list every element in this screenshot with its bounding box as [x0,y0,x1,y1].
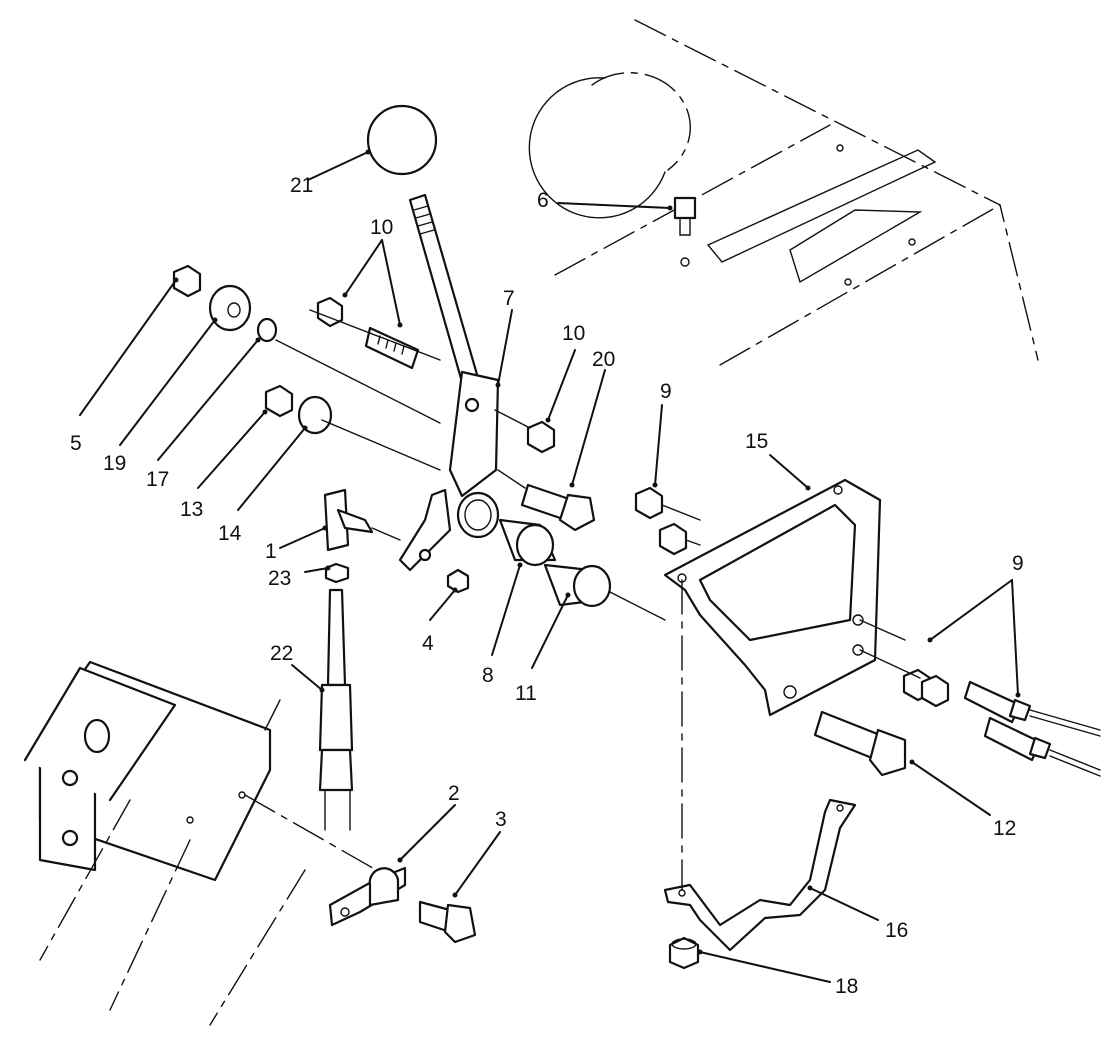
leader-lines [79,149,1021,983]
clamp-2 [328,866,407,927]
nut-13 [264,384,294,418]
stud-10 [364,326,420,370]
callout-6: 6 [537,189,549,212]
callout-17: 17 [146,468,169,491]
callout-10-right: 10 [562,322,585,345]
nut-10-upper [316,296,344,328]
nut-10-right [526,420,556,454]
callout-12: 12 [993,817,1016,840]
stud-9-b [983,716,1101,777]
callout-13: 13 [180,498,203,521]
callout-21: 21 [290,174,313,197]
ball-joint-1 [323,488,470,594]
callout-23: 23 [268,567,291,590]
callout-14: 14 [218,522,242,545]
callout-7: 7 [503,287,515,310]
cable-22 [318,588,354,831]
frame-bracket [23,660,386,1026]
bolt-20 [497,469,596,532]
plate-15 [663,478,882,717]
callout-19: 19 [103,452,126,475]
nut-4 [446,568,470,594]
callout-11: 11 [515,682,537,705]
callout-20: 20 [592,348,615,371]
screw-6 [673,196,697,267]
callout-2: 2 [448,782,460,805]
strap-16 [663,798,857,952]
shift-lever [398,193,500,572]
callout-22: 22 [270,642,293,665]
callout-3: 3 [495,808,507,831]
bolt-12 [813,710,907,777]
bushing-8 [498,518,557,567]
nut-9-middle [658,522,688,556]
spacer-19 [208,284,252,332]
callout-1: 1 [265,540,277,563]
locknut-18 [668,936,700,970]
nut-23 [324,562,350,584]
bushing-11 [543,563,666,621]
callout-4: 4 [422,632,434,655]
callout-labels: 21 6 10 7 10 20 9 15 9 5 19 17 13 14 1 2… [70,174,1024,998]
washer-14 [297,395,333,435]
callout-10-upper: 10 [370,216,393,239]
callout-5: 5 [70,432,82,455]
washer-17 [256,317,278,343]
nut-5 [172,264,202,298]
callout-15: 15 [745,430,768,453]
stud-9-a [963,680,1101,737]
callout-8: 8 [482,664,494,687]
callout-18: 18 [835,975,858,998]
callout-16: 16 [885,919,908,942]
callout-9-right: 9 [1012,552,1024,575]
body-panel-outline [528,19,1039,366]
nut-9-right-b [920,674,950,708]
bolt-3 [418,900,477,944]
callout-9-upper: 9 [660,380,672,403]
shift-knob [366,104,438,176]
nut-9-upper [634,486,664,520]
